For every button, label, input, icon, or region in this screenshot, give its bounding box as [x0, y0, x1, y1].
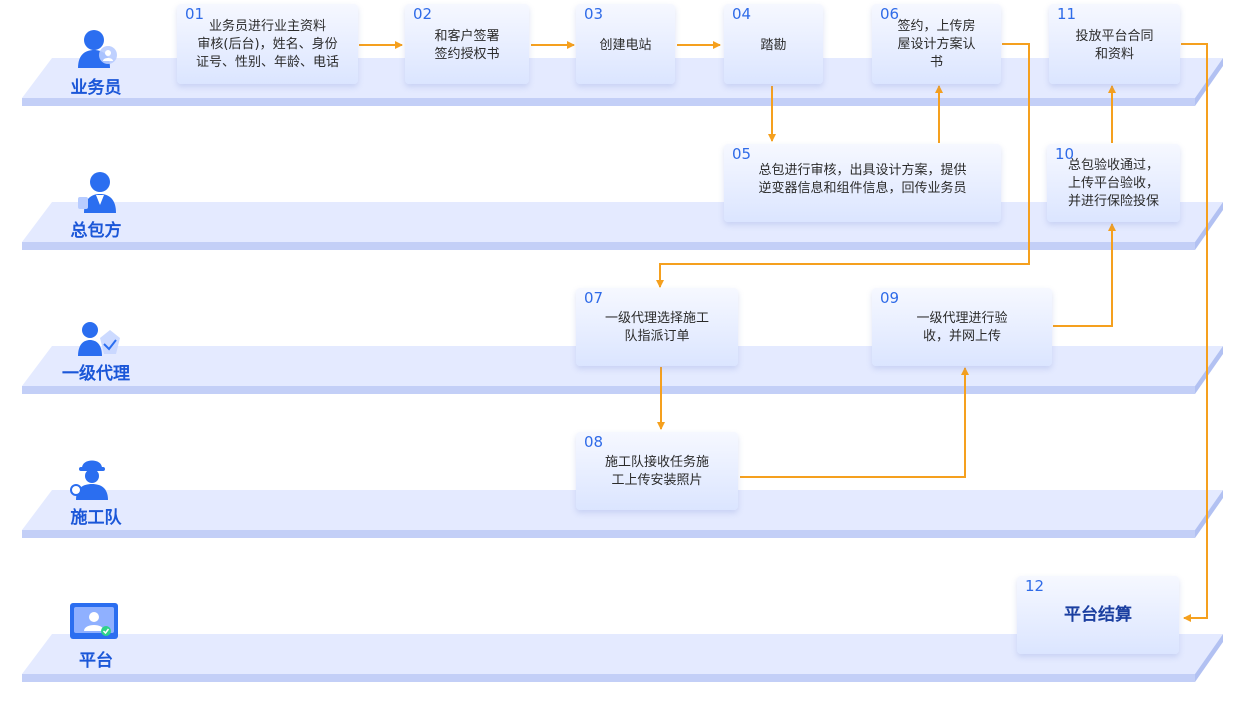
step-text: 和客户签署 签约授权书 — [434, 29, 500, 62]
step-text: 业务员进行业主资料 审核(后台)，姓名、身份 证号、性别、年龄、电话 — [195, 19, 339, 70]
step-number: 02 — [413, 5, 433, 23]
lane-label-contractor: 总包方 — [70, 221, 122, 241]
step-text: 总包进行审核，出具设计方案，提供 逆变器信息和组件信息，回传业务员 — [758, 163, 967, 196]
step-card-01: 01 业务员进行业主资料 审核(后台)，姓名、身份 证号、性别、年龄、电话 — [177, 4, 358, 84]
step-card-12: 12 平台结算 — [1017, 576, 1179, 654]
step-number: 05 — [732, 145, 752, 163]
lane-label-platform: 平台 — [79, 651, 113, 671]
step-card-05: 05 总包进行审核，出具设计方案，提供 逆变器信息和组件信息，回传业务员 — [724, 144, 1001, 222]
step-number: 01 — [185, 5, 205, 23]
step-text: 踏勘 — [760, 38, 787, 53]
step-text: 创建电站 — [599, 38, 652, 53]
platform-icon — [70, 603, 118, 639]
step-card-03: 03 创建电站 — [576, 4, 675, 84]
step-number: 07 — [584, 289, 604, 307]
step-number: 09 — [880, 289, 900, 307]
lane-platform-5 — [22, 634, 1223, 682]
step-text: 一级代理进行验 收，并网上传 — [916, 311, 1008, 344]
step-card-09: 09 一级代理进行验 收，并网上传 — [872, 288, 1052, 366]
salesperson-icon — [78, 30, 117, 68]
step-card-10: 10 总包验收通过， 上传平台验收， 并进行保险投保 — [1047, 144, 1180, 222]
agent-icon — [78, 322, 120, 356]
step-number: 08 — [584, 433, 604, 451]
step-number: 04 — [732, 5, 752, 23]
lane-label-salesperson: 业务员 — [70, 78, 122, 98]
construction-team-icon — [70, 460, 108, 500]
step-card-06: 06 签约，上传房 屋设计方案认 书 — [872, 4, 1001, 84]
step-number: 03 — [584, 5, 604, 23]
step-text: 总包验收通过， 上传平台验收， 并进行保险投保 — [1067, 158, 1159, 209]
lane-platform-4 — [22, 490, 1223, 538]
step-card-07: 07 一级代理选择施工 队指派订单 — [576, 288, 738, 366]
step-card-04: 04 踏勘 — [724, 4, 823, 84]
step-text: 平台结算 — [1064, 605, 1132, 625]
contractor-icon — [78, 172, 116, 213]
step-number: 06 — [880, 5, 900, 23]
step-card-11: 11 投放平台合同 和资料 — [1049, 4, 1180, 84]
lane-label-construction-team: 施工队 — [70, 508, 122, 528]
step-text: 施工队接收任务施 工上传安装照片 — [604, 455, 709, 488]
step-card-08: 08 施工队接收任务施 工上传安装照片 — [576, 432, 738, 510]
step-number: 10 — [1055, 145, 1075, 163]
step-text: 签约，上传房 屋设计方案认 书 — [897, 19, 976, 70]
step-number: 12 — [1025, 577, 1045, 595]
step-card-02: 02 和客户签署 签约授权书 — [405, 4, 529, 84]
step-text: 一级代理选择施工 队指派订单 — [604, 311, 709, 344]
step-number: 11 — [1057, 5, 1077, 23]
lane-platform-2 — [22, 202, 1223, 250]
lane-label-agent: 一级代理 — [62, 364, 130, 384]
step-text: 投放平台合同 和资料 — [1075, 29, 1154, 62]
